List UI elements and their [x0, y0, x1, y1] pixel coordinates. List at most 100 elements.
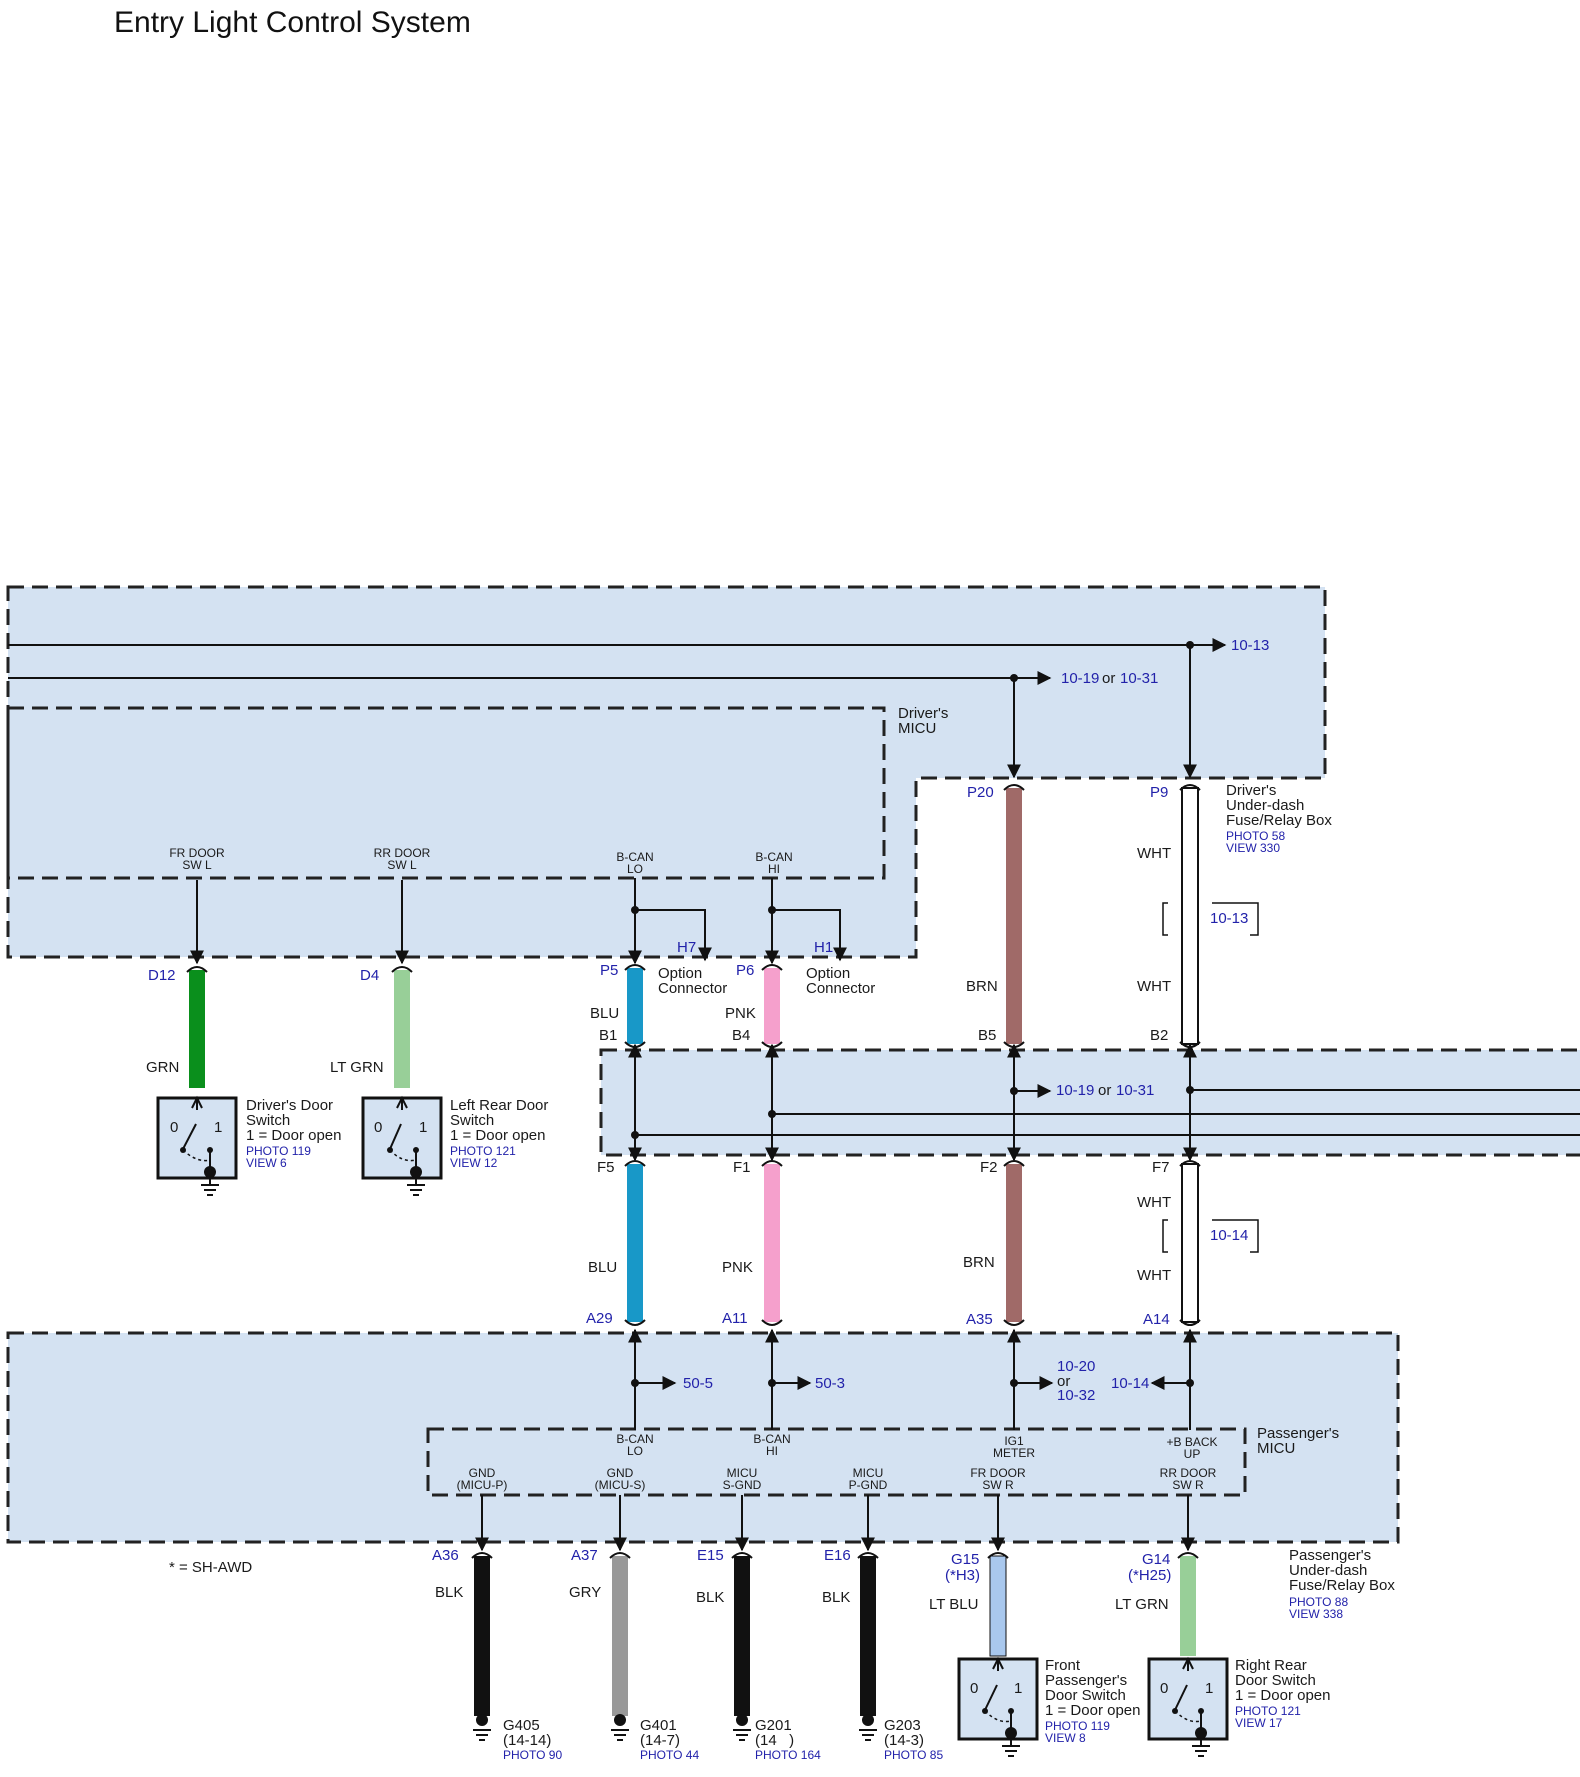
door-switch-driver[interactable]: 0 1 [156, 1095, 238, 1196]
option-connector-h1[interactable]: H1 [814, 939, 833, 956]
ref-p-brn-b[interactable]: 10-32 [1057, 1387, 1095, 1404]
ref-10-13-top[interactable]: 10-13 [1231, 637, 1269, 654]
pin-g14-alt: (*H25) [1128, 1567, 1171, 1584]
ref-mid-b[interactable]: 10-31 [1116, 1082, 1154, 1099]
driver-door-switch-view[interactable]: VIEW 6 [246, 1156, 287, 1170]
right-rear-switch-view[interactable]: VIEW 17 [1235, 1716, 1283, 1730]
ref-top2-b[interactable]: 10-31 [1120, 670, 1158, 687]
label-lt-grn: LT GRN [330, 1059, 384, 1076]
pin-p6: P6 [736, 962, 754, 979]
pin-a29: A29 [586, 1310, 613, 1327]
wire-wht-lower [1181, 1163, 1199, 1323]
label-blu-1: BLU [590, 1005, 619, 1022]
wire-lt-grn [394, 970, 410, 1088]
pin-a37: A37 [571, 1547, 598, 1564]
wire-pnk-upper [764, 968, 780, 1044]
pin-f1: F1 [733, 1159, 751, 1176]
ground-g405-photo[interactable]: PHOTO 90 [503, 1748, 562, 1762]
pin-d4: D4 [360, 967, 379, 984]
splice-dot [1010, 674, 1018, 682]
label-pnk-2: PNK [722, 1259, 753, 1276]
driver-door-switch-photo[interactable]: PHOTO 119 [246, 1144, 311, 1158]
passengers-fuse-box-view[interactable]: VIEW 338 [1289, 1607, 1343, 1621]
wire-segments [189, 787, 1199, 1716]
splice-dot [1186, 641, 1194, 649]
pin-d12: D12 [148, 967, 176, 984]
wire-blu-lower [627, 1164, 643, 1322]
ground-g203-photo[interactable]: PHOTO 85 [884, 1748, 943, 1762]
drivers-micu-arrows [190, 878, 847, 965]
ref-bracket-10-13 [1162, 902, 1259, 936]
pin-g15-alt: (*H3) [945, 1567, 980, 1584]
ground-g201-photo[interactable]: PHOTO 164 [755, 1748, 821, 1762]
drivers-fuse-box-view[interactable]: VIEW 330 [1226, 841, 1280, 855]
splice-dot [1010, 1379, 1018, 1387]
svg-text:GND(MICU-P): GND(MICU-P) [457, 1466, 508, 1492]
door-switch-right-rear[interactable]: 0 1 [1147, 1656, 1229, 1757]
pin-b4: B4 [732, 1027, 750, 1044]
ref-top2-a[interactable]: 10-19 [1061, 670, 1099, 687]
left-rear-switch-view[interactable]: VIEW 12 [450, 1156, 498, 1170]
drivers-micu-label: Driver's MICU [898, 705, 953, 737]
top-bus-lines [8, 638, 1227, 779]
svg-text:1: 1 [214, 1119, 222, 1136]
wire-lt-grn-2 [1180, 1556, 1196, 1656]
splice-dot [768, 1379, 776, 1387]
pin-a14: A14 [1143, 1311, 1170, 1328]
ref-mid-a[interactable]: 10-19 [1056, 1082, 1094, 1099]
splice-dot [631, 1379, 639, 1387]
door-switch-left-rear[interactable]: 0 1 [361, 1095, 443, 1196]
ground-g201[interactable] [733, 1714, 751, 1741]
drivers-fuse-box-photo[interactable]: PHOTO 58 [1226, 829, 1285, 843]
pin-g15: G15 [951, 1551, 979, 1568]
ref-50-5[interactable]: 50-5 [683, 1375, 713, 1392]
junction-connector-panel [599, 1048, 1580, 1157]
left-rear-switch-photo[interactable]: PHOTO 121 [450, 1144, 516, 1158]
ground-g405[interactable] [473, 1714, 491, 1741]
front-passenger-switch-view[interactable]: VIEW 8 [1045, 1731, 1086, 1745]
passengers-fuse-box-photo[interactable]: PHOTO 88 [1289, 1595, 1348, 1609]
pin-a35: A35 [966, 1311, 993, 1328]
splice-dot [631, 1131, 639, 1139]
splice-dot [1186, 1086, 1194, 1094]
pin-f2: F2 [980, 1159, 998, 1176]
pin-a11: A11 [722, 1310, 748, 1327]
bracket-ref-10-13[interactable]: 10-13 [1210, 910, 1248, 927]
ref-p-wht[interactable]: 10-14 [1111, 1375, 1149, 1392]
label-blk-3: BLK [822, 1589, 850, 1606]
wire-blk-e15 [734, 1556, 750, 1716]
drivers-fuse-box-label: Driver's Under-dash Fuse/Relay Box [1226, 782, 1332, 829]
svg-text:0: 0 [374, 1119, 382, 1136]
pin-a36: A36 [432, 1547, 459, 1564]
option-connector-h7[interactable]: H7 [677, 939, 696, 956]
ground-g401-label: G401(14-7) [640, 1717, 680, 1749]
sh-awd-note: * = SH-AWD [169, 1559, 252, 1576]
label-blk-1: BLK [435, 1584, 463, 1601]
ground-g203[interactable] [859, 1714, 877, 1741]
label-wht-1: WHT [1137, 845, 1171, 862]
ground-g401[interactable] [611, 1714, 629, 1741]
ref-p-brn-a[interactable]: 10-20 [1057, 1358, 1095, 1375]
right-rear-switch-photo[interactable]: PHOTO 121 [1235, 1704, 1301, 1718]
label-wht-2: WHT [1137, 978, 1171, 995]
front-passenger-switch-photo[interactable]: PHOTO 119 [1045, 1719, 1110, 1733]
wire-wht-upper [1181, 787, 1199, 1045]
ref-50-3[interactable]: 50-3 [815, 1375, 845, 1392]
connector-caps [186, 784, 1201, 1559]
svg-text:GND(MICU-S): GND(MICU-S) [595, 1466, 646, 1492]
bracket-ref-10-14[interactable]: 10-14 [1210, 1227, 1248, 1244]
ground-g401-photo[interactable]: PHOTO 44 [640, 1748, 699, 1762]
svg-text:0: 0 [170, 1119, 178, 1136]
label-lt-blu: LT BLU [929, 1596, 978, 1613]
passengers-micu-panel [426, 1427, 1247, 1497]
door-switch-front-passenger[interactable]: 0 1 [957, 1656, 1039, 1757]
